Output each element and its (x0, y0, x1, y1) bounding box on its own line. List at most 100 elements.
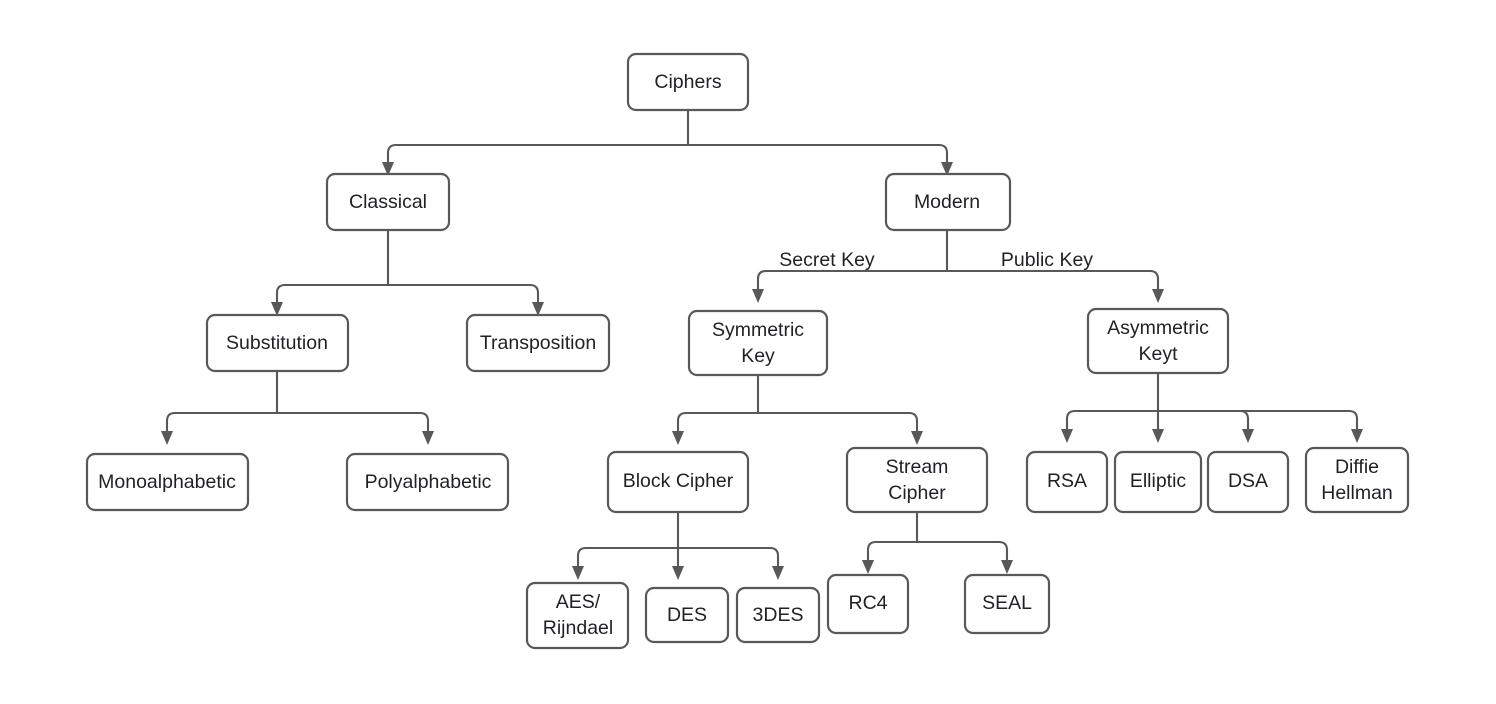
node-des-box[interactable] (644, 586, 730, 644)
node-aes-rijndael[interactable]: AES/ Rijndael (525, 581, 630, 650)
node-ciphers-label: Ciphers (654, 71, 721, 93)
node-elliptic-box[interactable] (1113, 450, 1203, 514)
node-substitution-label: Substitution (226, 332, 328, 354)
edge-group-classical-children (271, 230, 544, 316)
edge-group-symmetric-children (672, 375, 923, 445)
node-elliptic[interactable]: Elliptic (1113, 450, 1203, 514)
node-aes-rijndael-label-line2: Rijndael (543, 617, 613, 639)
node-classical-box[interactable] (325, 172, 451, 232)
edge-group-asymmetric-children (1061, 373, 1363, 443)
node-rsa-label: RSA (1047, 470, 1087, 492)
node-modern-box[interactable] (884, 172, 1012, 232)
arrow-elliptic (1152, 429, 1164, 443)
node-diffie-hellman-box[interactable] (1304, 446, 1410, 514)
node-polyalphabetic-label: Polyalphabetic (365, 471, 492, 493)
node-asymmetric-key-label-line2: Keyt (1138, 343, 1178, 365)
node-diffie-hellman[interactable]: Diffie Hellman (1304, 446, 1410, 514)
edge-label-secret-key: Secret Key (779, 249, 875, 271)
node-stream-cipher-label-line2: Cipher (888, 482, 946, 504)
node-seal-box[interactable] (963, 573, 1051, 635)
edge-classical-to-substitution (275, 283, 388, 303)
node-monoalphabetic-box[interactable] (85, 452, 250, 512)
node-seal[interactable]: SEAL (963, 573, 1051, 635)
arrow-polyalphabetic (422, 431, 434, 445)
edge-block-to-aes (576, 546, 678, 567)
node-polyalphabetic[interactable]: Polyalphabetic (345, 452, 510, 512)
node-des-label: DES (667, 604, 707, 626)
node-rsa[interactable]: RSA (1025, 450, 1109, 514)
node-asymmetric-key[interactable]: Asymmetric Keyt (1086, 307, 1230, 375)
node-modern-label: Modern (914, 191, 980, 213)
edge-label-public-key: Public Key (1001, 249, 1093, 271)
node-substitution[interactable]: Substitution (205, 313, 350, 373)
arrow-rsa (1061, 429, 1073, 443)
edge-group-substitution-children (161, 371, 434, 445)
node-ciphers-box[interactable] (626, 52, 750, 112)
node-symmetric-key-box[interactable] (687, 309, 829, 377)
arrow-3des (772, 566, 784, 580)
edge-classical-to-transposition (388, 283, 540, 303)
node-rc4[interactable]: RC4 (826, 573, 910, 635)
node-block-cipher-label: Block Cipher (623, 470, 734, 492)
edge-asymmetric-to-dsa (1158, 409, 1250, 430)
edge-substitution-to-mono (165, 411, 277, 432)
node-elliptic-label: Elliptic (1130, 470, 1187, 492)
edge-group-ciphers-children (382, 110, 953, 176)
arrow-monoalphabetic (161, 431, 173, 445)
node-polyalphabetic-box[interactable] (345, 452, 510, 512)
arrow-aes-rijndael (572, 566, 584, 580)
node-stream-cipher[interactable]: Stream Cipher (845, 446, 989, 514)
node-block-cipher[interactable]: Block Cipher (606, 450, 750, 514)
node-dsa[interactable]: DSA (1206, 450, 1290, 514)
node-transposition-box[interactable] (465, 313, 611, 373)
node-rc4-box[interactable] (826, 573, 910, 635)
arrow-modern (941, 162, 953, 176)
node-des[interactable]: DES (644, 586, 730, 644)
node-rc4-label: RC4 (848, 592, 887, 614)
edge-symmetric-to-block (676, 411, 758, 432)
arrow-symmetric (752, 289, 764, 303)
node-3des-box[interactable] (735, 586, 821, 644)
arrow-rc4 (862, 560, 874, 574)
node-block-cipher-box[interactable] (606, 450, 750, 514)
node-asymmetric-key-box[interactable] (1086, 307, 1230, 375)
edge-modern-to-asymmetric (947, 269, 1160, 290)
node-modern[interactable]: Modern (884, 172, 1012, 232)
arrow-seal (1001, 560, 1013, 574)
node-classical[interactable]: Classical (325, 172, 451, 232)
edge-substitution-to-poly (277, 411, 430, 432)
arrow-classical (382, 162, 394, 176)
edge-ciphers-to-classical (386, 143, 688, 163)
node-3des-label: 3DES (753, 604, 804, 626)
node-dsa-box[interactable] (1206, 450, 1290, 514)
node-transposition-label: Transposition (480, 332, 596, 354)
node-rsa-box[interactable] (1025, 450, 1109, 514)
node-transposition[interactable]: Transposition (465, 313, 611, 373)
edge-block-to-3des (678, 546, 780, 567)
node-ciphers[interactable]: Ciphers (626, 52, 750, 112)
edge-group-modern-children: Secret Key Public Key (752, 230, 1164, 303)
arrow-block-cipher (672, 431, 684, 445)
node-symmetric-key-label-line2: Key (741, 345, 775, 367)
edge-ciphers-to-modern (688, 143, 949, 163)
arrow-transposition (532, 302, 544, 316)
node-aes-rijndael-box[interactable] (525, 581, 630, 650)
node-symmetric-key[interactable]: Symmetric Key (687, 309, 829, 377)
edge-group-block-cipher-children (572, 512, 784, 580)
arrow-substitution (271, 302, 283, 316)
node-stream-cipher-label-line1: Stream (886, 456, 949, 478)
node-monoalphabetic[interactable]: Monoalphabetic (85, 452, 250, 512)
edge-symmetric-to-stream (758, 411, 919, 432)
arrow-diffie-hellman (1351, 429, 1363, 443)
node-diffie-hellman-label-line2: Hellman (1321, 482, 1393, 504)
node-substitution-box[interactable] (205, 313, 350, 373)
edge-asymmetric-to-rsa (1065, 409, 1158, 430)
node-dsa-label: DSA (1228, 470, 1268, 492)
node-3des[interactable]: 3DES (735, 586, 821, 644)
edge-group-stream-cipher-children (862, 512, 1013, 574)
arrow-asymmetric (1152, 289, 1164, 303)
node-seal-label: SEAL (982, 592, 1032, 614)
edge-asymmetric-to-diffie (1158, 409, 1359, 430)
node-stream-cipher-box[interactable] (845, 446, 989, 514)
